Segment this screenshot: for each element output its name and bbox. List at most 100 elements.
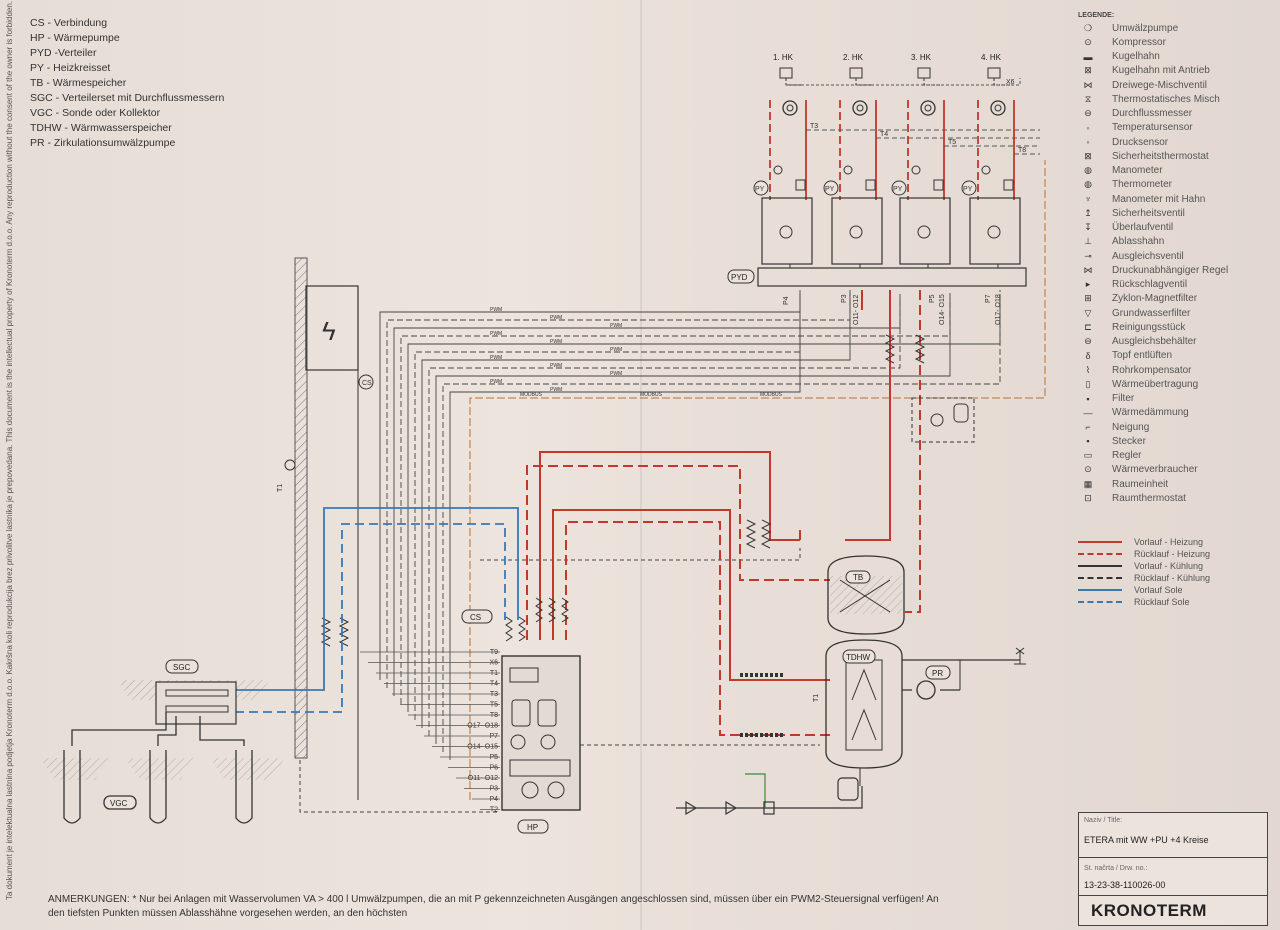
legend-item-label: Ausgleichsbehälter xyxy=(1112,336,1197,348)
modbus-label: MODBUS xyxy=(640,392,663,398)
hp-terminal-label: O11- O12 xyxy=(468,775,498,782)
hp-terminal-label: O17- O18 xyxy=(467,723,498,730)
legend-item: ⋈ Dreiwege-Mischventil xyxy=(1078,78,1278,92)
tb-buffer-tank: TB xyxy=(827,555,905,635)
hp-terminal-label: T8 xyxy=(490,712,498,719)
legend-item: ⋈Druckunabhängiger Regel xyxy=(1078,263,1278,277)
drawing-number: 13-23-38-110026-00 xyxy=(1084,880,1166,890)
legend-item-label: Umwälzpumpe xyxy=(1112,22,1179,34)
circuit-sensor-label: T4 xyxy=(880,131,888,138)
legend-item: ▪Stecker xyxy=(1078,434,1278,448)
electrical-cabinet: ϟ xyxy=(305,285,359,371)
legend-item: ♆Manometer mit Hahn xyxy=(1078,192,1278,206)
legend-item: ⊠Kugelhahn mit Antrieb xyxy=(1078,64,1278,78)
title-name-label: Naziv / Title: xyxy=(1084,817,1123,824)
heat-consumer-icon xyxy=(990,100,1006,116)
notes-text: ANMERKUNGEN: * Nur bei Anlagen mit Wasse… xyxy=(48,894,939,919)
legend-symbol-icon: ⊖ xyxy=(1084,336,1092,347)
legend-symbol-icon: ⋈ xyxy=(1083,79,1093,90)
svg-text:O11- O12: O11- O12 xyxy=(853,295,860,325)
cable-label: PWM xyxy=(610,323,622,329)
hp-terminal-label: T1 xyxy=(490,670,498,677)
modbus-cable xyxy=(469,160,1046,800)
circuit-sensor-label: T3 xyxy=(810,123,818,130)
legend-symbol-icon: ⧖ xyxy=(1084,93,1092,104)
py-module xyxy=(899,197,951,265)
svg-text:T1: T1 xyxy=(813,694,820,702)
circuit-sensor-label: T5 xyxy=(948,139,956,146)
cable-line xyxy=(442,290,1001,752)
abbreviation-item: CS - Verbindung xyxy=(30,17,108,29)
legend-item: ▪Filter xyxy=(1078,392,1278,406)
legend-item: ⊖Durchflussmesser xyxy=(1078,107,1278,121)
line-swatch xyxy=(1078,553,1122,555)
legend-symbol-icon: ▬ xyxy=(1083,51,1093,62)
legend-symbol-icon: ⊠ xyxy=(1084,65,1092,76)
hp-terminal-label: T3 xyxy=(490,691,498,698)
legend-item: ❍Umwälzpumpe xyxy=(1078,21,1278,35)
abbreviation-item: PR - Zirkulationsumwälzpumpe xyxy=(30,137,176,149)
heat-consumer-icon xyxy=(852,100,868,116)
abbreviation-item: SGC - Verteilerset mit Durchflussmessern xyxy=(30,92,225,104)
modbus-label: MODBUS xyxy=(760,392,783,398)
legend-symbol-icon: ⌇ xyxy=(1085,364,1091,375)
line-type-item: Vorlauf - Kühlung xyxy=(1078,560,1210,572)
legend-symbol-icon: ♆ xyxy=(1084,194,1092,205)
legend-panel: LEGENDE: ❍Umwälzpumpe⊙Kompressor▬Kugelha… xyxy=(1078,12,1278,506)
legend-item-label: Regler xyxy=(1112,450,1142,462)
legend-item: ⌇Rohrkompensator xyxy=(1078,363,1278,377)
svg-text:O14- O15: O14- O15 xyxy=(939,294,946,325)
legend-item-label: Druckunabhängiger Regel xyxy=(1112,264,1229,276)
room-thermostat-icon xyxy=(779,67,793,79)
py-module xyxy=(761,197,813,265)
svg-text:TDHW: TDHW xyxy=(846,653,870,662)
legend-item-label: Dreiwege-Mischventil xyxy=(1112,79,1208,91)
heat-consumer-icon xyxy=(782,100,798,116)
line-type-item: Rücklauf Sole xyxy=(1078,596,1210,608)
legend-item-label: Grundwasserfilter xyxy=(1112,307,1191,319)
legend-symbol-icon: ◍ xyxy=(1084,179,1092,190)
legend-item: ▽Grundwasserfilter xyxy=(1078,306,1278,320)
cable-line xyxy=(421,290,851,728)
legend-item-label: Reinigungsstück xyxy=(1112,321,1186,333)
legend-symbol-icon: ◦ xyxy=(1086,137,1090,148)
circuit-sensor-label: T8 xyxy=(1018,147,1026,154)
legend-item-label: Wärmedämmung xyxy=(1112,407,1189,419)
abbreviation-item: HP - Wärmepumpe xyxy=(30,32,120,44)
line-type-item: Vorlauf Sole xyxy=(1078,584,1210,596)
py-tag: PY xyxy=(755,186,765,193)
svg-text:P5: P5 xyxy=(929,294,936,303)
legend-item-label: Thermometer xyxy=(1112,179,1173,191)
legend-item: ⊙Kompressor xyxy=(1078,35,1278,49)
pyd-distributor: PYD P4 P3 O11- O12 P5 O14- O15 P7 O17- O… xyxy=(727,267,1027,325)
legend-item-label: Temperatursensor xyxy=(1112,122,1193,134)
wall-sensor: T1 xyxy=(277,459,296,492)
heat-consumer-icon xyxy=(920,100,936,116)
legend-item-label: Thermostatisches Misch xyxy=(1112,93,1220,105)
py-module xyxy=(831,197,883,265)
line-swatch xyxy=(1078,565,1122,567)
legend-item: ⊏Reinigungsstück xyxy=(1078,320,1278,334)
legend-item: ↧Überlaufventil xyxy=(1078,221,1278,235)
cable-label: PWM xyxy=(550,315,562,321)
vgc-probes xyxy=(40,712,285,824)
brine-pipes xyxy=(235,507,519,713)
hp-terminal-label: P3 xyxy=(489,786,498,793)
legend-item-label: Kugelhahn xyxy=(1112,51,1160,63)
cable-line xyxy=(386,294,851,688)
legend-symbol-icon: ⊞ xyxy=(1084,293,1092,304)
legend-item: ⊙Wärmeverbraucher xyxy=(1078,463,1278,477)
socket-label: X6 xyxy=(1006,79,1015,86)
line-type-item: Vorlauf - Heizung xyxy=(1078,536,1210,548)
legend-item: ⧖ Thermostatisches Misch xyxy=(1078,92,1278,106)
legend-item: ◦Temperatursensor xyxy=(1078,121,1278,135)
pr-circulation-pump: PR xyxy=(902,647,1026,700)
cable-label: PWM xyxy=(490,331,502,337)
circuit-label: 3. HK xyxy=(911,53,932,62)
legend-item-label: Wärmeverbraucher xyxy=(1112,464,1198,476)
svg-text:PR: PR xyxy=(932,669,943,678)
